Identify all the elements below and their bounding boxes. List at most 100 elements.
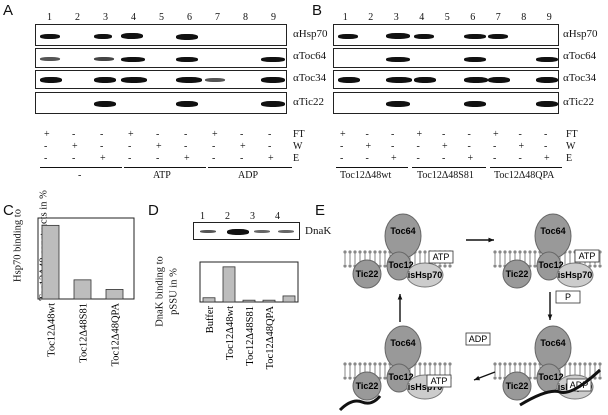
atp-label-box: [426, 374, 452, 388]
lipid-head: [533, 362, 537, 366]
fraction-sign: -: [442, 153, 446, 164]
arrow-head: [474, 375, 480, 381]
lipid-head: [448, 264, 452, 268]
category-label: Toc12Δ48wt: [225, 306, 236, 360]
category-label: Toc12Δ48QPA: [111, 303, 122, 367]
bar: [242, 299, 256, 303]
group-underline: [336, 167, 408, 168]
bar: [41, 224, 60, 300]
lipid-head: [528, 250, 532, 254]
atp-label-box: [574, 249, 600, 263]
fraction-sign: +: [44, 129, 50, 140]
lipid-head: [358, 250, 362, 254]
category-label: Toc12Δ48S81: [245, 306, 256, 366]
fraction-label: FT: [566, 129, 578, 140]
lipid-head: [348, 376, 352, 380]
fraction-sign: +: [184, 153, 190, 164]
lipid-head: [493, 376, 497, 380]
lipid-head: [443, 362, 447, 366]
lane-number: 5: [159, 12, 164, 23]
ishsp70-text: isHsp70: [558, 270, 593, 280]
fraction-sign: -: [544, 141, 548, 152]
group-underline: [124, 167, 206, 168]
lipid-head: [493, 362, 497, 366]
lipid-head: [493, 250, 497, 254]
lane-number: 6: [470, 12, 476, 23]
fraction-sign: -: [212, 141, 216, 152]
bar: [105, 289, 124, 300]
fraction-sign: +: [544, 153, 550, 164]
tic22-shape: [502, 371, 532, 401]
fraction-sign: +: [100, 153, 106, 164]
substrate-chain: [519, 368, 602, 407]
bar: [222, 266, 236, 303]
adp-free-label: ADP: [469, 334, 488, 344]
fraction-sign: +: [268, 153, 274, 164]
lipid-head: [598, 362, 602, 366]
tic22-text: Tic22: [506, 269, 529, 279]
toc64-shape: [534, 325, 572, 371]
lipid-head: [508, 250, 512, 254]
lane-number: 6: [187, 12, 192, 23]
lipid-head: [588, 264, 592, 268]
lipid-head: [373, 362, 377, 366]
lipid-head: [498, 362, 502, 366]
atp-label: ATP: [433, 252, 450, 262]
lipid-head: [593, 376, 597, 380]
lipid-head: [368, 362, 372, 366]
lipid-head: [448, 362, 452, 366]
lane-number: 2: [75, 12, 80, 23]
lipid-head: [513, 362, 517, 366]
lane-number: 4: [131, 12, 136, 23]
lipid-head: [378, 250, 382, 254]
lane-number: 8: [521, 12, 527, 23]
fraction-sign: -: [493, 141, 497, 152]
toc12-shape: [536, 251, 562, 281]
fraction-sign: +: [340, 129, 346, 140]
lipid-head: [358, 362, 362, 366]
lipid-head: [568, 362, 572, 366]
panel-a-blot-hsp70: [35, 24, 287, 46]
fraction-sign: -: [268, 129, 272, 140]
fraction-sign: -: [391, 141, 395, 152]
category-label: Toc12Δ48QPA: [265, 306, 276, 370]
group-label: Toc12Δ48wt: [340, 170, 392, 181]
toc64-text: Toc64: [390, 338, 415, 348]
group-underline: [208, 167, 292, 168]
lipid-head: [383, 376, 387, 380]
category-label: Buffer: [205, 306, 216, 334]
lane-number: 7: [215, 12, 220, 23]
lipid-head: [423, 250, 427, 254]
lipid-head: [343, 264, 347, 268]
fraction-sign: -: [128, 153, 132, 164]
category-label: Toc12Δ48wt: [47, 303, 58, 357]
toc64-shape: [384, 213, 422, 259]
lane-number: 2: [225, 211, 230, 222]
lipid-head: [343, 250, 347, 254]
atp-label-box: [428, 250, 454, 264]
lipid-head: [378, 362, 382, 366]
fraction-sign: -: [44, 153, 48, 164]
lipid-head: [348, 250, 352, 254]
lipid-head: [438, 362, 442, 366]
adp-free-label-box: [465, 332, 491, 346]
toc64-text: Toc64: [540, 338, 565, 348]
arrow-head: [397, 294, 403, 300]
fraction-sign: +: [416, 129, 423, 140]
lipid-head: [588, 362, 592, 366]
fraction-sign: +: [72, 141, 78, 152]
arrow-head: [488, 237, 494, 243]
lipid-head: [383, 362, 387, 366]
fraction-sign: -: [100, 141, 104, 152]
lipid-head: [363, 250, 367, 254]
lane-number: 3: [393, 12, 399, 23]
toc64-shape: [384, 325, 422, 371]
lipid-head: [418, 362, 422, 366]
toc12-text: Toc12: [388, 372, 413, 382]
lipid-head: [578, 362, 582, 366]
fraction-sign: -: [240, 153, 244, 164]
toc12-shape: [386, 251, 412, 281]
panel-d-label: D: [148, 202, 159, 219]
